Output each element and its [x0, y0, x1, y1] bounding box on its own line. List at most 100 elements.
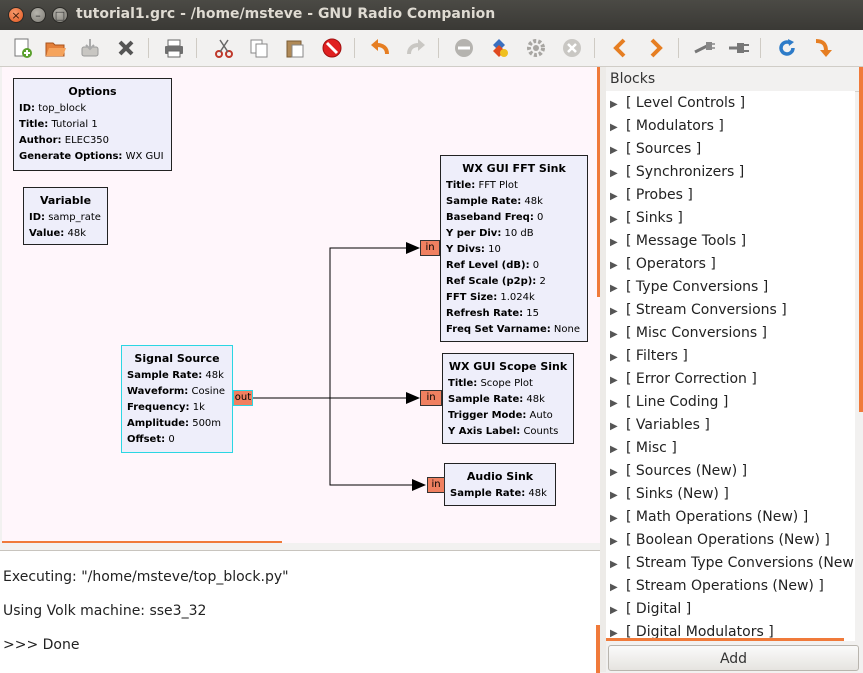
tree-category[interactable]: ▶[ Stream Conversions ] — [606, 299, 787, 322]
execute-icon[interactable] — [524, 36, 548, 60]
tree-category[interactable]: ▶[ Math Operations (New) ] — [606, 506, 808, 529]
expander-icon[interactable]: ▶ — [610, 559, 618, 570]
tree-category[interactable]: ▶[ Operators ] — [606, 253, 716, 276]
generate-icon[interactable] — [487, 36, 511, 60]
disable-block-icon[interactable] — [692, 36, 716, 60]
expander-icon[interactable]: ▶ — [610, 260, 618, 271]
expander-icon[interactable]: ▶ — [610, 536, 618, 547]
expander-icon[interactable]: ▶ — [610, 168, 618, 179]
window-maximize-button[interactable]: □ — [52, 7, 68, 23]
delete-icon[interactable] — [320, 36, 344, 60]
expander-icon[interactable]: ▶ — [610, 421, 618, 432]
expander-icon[interactable]: ▶ — [610, 352, 618, 363]
flowgraph-canvas[interactable]: Options ID: top_block Title: Tutorial 1 … — [2, 67, 600, 543]
cut-icon[interactable] — [212, 36, 236, 60]
expander-icon[interactable]: ▶ — [610, 467, 618, 478]
expander-icon[interactable]: ▶ — [610, 490, 618, 501]
copy-icon[interactable] — [247, 36, 271, 60]
enable-block-icon[interactable] — [727, 36, 751, 60]
expander-icon[interactable]: ▶ — [610, 375, 618, 386]
tree-category[interactable]: ▶[ Level Controls ] — [606, 92, 745, 115]
tree-category[interactable]: ▶[ Digital ] — [606, 598, 691, 621]
expander-icon[interactable]: ▶ — [610, 191, 618, 202]
canvas-scrollbar-v[interactable] — [597, 67, 600, 297]
console-scrollbar[interactable] — [596, 625, 600, 673]
rotate-ccw-icon[interactable] — [608, 36, 632, 60]
reload-icon[interactable] — [775, 36, 799, 60]
block-param: Sample Rate: 48k — [446, 196, 543, 207]
tree-category[interactable]: ▶[ Filters ] — [606, 345, 688, 368]
tree-category[interactable]: ▶[ Modulators ] — [606, 115, 724, 138]
tree-category[interactable]: ▶[ Misc ] — [606, 437, 677, 460]
disable-icon[interactable] — [452, 36, 476, 60]
kill-icon[interactable] — [560, 36, 584, 60]
add-block-button[interactable]: Add — [608, 645, 859, 671]
expander-icon[interactable]: ▶ — [610, 582, 618, 593]
arrow-head-scope — [406, 392, 420, 404]
block-param: Trigger Mode: Auto — [448, 410, 553, 421]
block-title: WX GUI FFT Sink — [462, 162, 566, 175]
tree-category[interactable]: ▶[ Sources ] — [606, 138, 701, 161]
save-icon[interactable] — [78, 36, 102, 60]
audio-sink-block[interactable]: Audio Sink Sample Rate: 48k — [444, 463, 556, 506]
window-close-button[interactable]: × — [8, 7, 24, 23]
tree-category[interactable]: ▶[ Sources (New) ] — [606, 460, 747, 483]
open-icon[interactable] — [43, 36, 67, 60]
expander-icon[interactable]: ▶ — [610, 214, 618, 225]
tree-category[interactable]: ▶[ Stream Type Conversions (New) ] — [606, 552, 855, 575]
expander-icon[interactable]: ▶ — [610, 444, 618, 455]
tree-category[interactable]: ▶[ Misc Conversions ] — [606, 322, 767, 345]
input-port[interactable]: in — [420, 240, 440, 256]
print-icon[interactable] — [162, 36, 186, 60]
expander-icon[interactable]: ▶ — [610, 513, 618, 524]
canvas-scrollbar-h[interactable] — [2, 541, 282, 543]
undo-icon[interactable] — [368, 36, 392, 60]
tree-category[interactable]: ▶[ Sinks (New) ] — [606, 483, 729, 506]
close-flowgraph-icon[interactable] — [114, 36, 138, 60]
find-icon[interactable] — [810, 36, 834, 60]
expander-icon[interactable]: ▶ — [610, 283, 618, 294]
expander-icon[interactable]: ▶ — [610, 628, 618, 639]
block-param: Waveform: Cosine — [127, 386, 226, 397]
paste-icon[interactable] — [283, 36, 307, 60]
pane-splitter[interactable] — [600, 67, 606, 672]
output-port[interactable]: out — [233, 390, 253, 406]
tree-category[interactable]: ▶[ Boolean Operations (New) ] — [606, 529, 830, 552]
signal-source-block[interactable]: Signal Source Sample Rate: 48k Waveform:… — [121, 345, 233, 453]
tree-category[interactable]: ▶[ Type Conversions ] — [606, 276, 768, 299]
blocks-scrollbar-h[interactable] — [606, 638, 844, 641]
window-titlebar: × – □ tutorial1.grc - /home/msteve - GNU… — [0, 0, 863, 30]
tree-category[interactable]: ▶[ Stream Operations (New) ] — [606, 575, 824, 598]
toolbar-separator — [354, 38, 355, 58]
input-port[interactable]: in — [420, 390, 442, 406]
new-icon[interactable] — [10, 36, 34, 60]
tree-category[interactable]: ▶[ Probes ] — [606, 184, 693, 207]
input-port[interactable]: in — [427, 477, 445, 493]
expander-icon[interactable]: ▶ — [610, 122, 618, 133]
expander-icon[interactable]: ▶ — [610, 237, 618, 248]
blocks-tree[interactable]: ▶[ Level Controls ] ▶[ Modulators ] ▶[ S… — [606, 91, 855, 641]
tree-category[interactable]: ▶[ Variables ] — [606, 414, 710, 437]
expander-icon[interactable]: ▶ — [610, 145, 618, 156]
scope-sink-block[interactable]: WX GUI Scope Sink Title: Scope Plot Samp… — [442, 353, 574, 444]
expander-icon[interactable]: ▶ — [610, 306, 618, 317]
tree-category[interactable]: ▶[ Message Tools ] — [606, 230, 746, 253]
window-minimize-button[interactable]: – — [30, 7, 46, 23]
options-block[interactable]: Options ID: top_block Title: Tutorial 1 … — [13, 78, 172, 171]
expander-icon[interactable]: ▶ — [610, 99, 618, 110]
expander-icon[interactable]: ▶ — [610, 398, 618, 409]
tree-category[interactable]: ▶[ Synchronizers ] — [606, 161, 744, 184]
tree-category[interactable]: ▶[ Line Coding ] — [606, 391, 728, 414]
block-param: Freq Set Varname: None — [446, 324, 581, 335]
rotate-cw-icon[interactable] — [644, 36, 668, 60]
tree-category[interactable]: ▶[ Error Correction ] — [606, 368, 757, 391]
blocks-scrollbar-v[interactable] — [859, 67, 863, 412]
fft-sink-block[interactable]: WX GUI FFT Sink Title: FFT Plot Sample R… — [440, 155, 588, 342]
tree-category[interactable]: ▶[ Digital Modulators ] — [606, 621, 774, 641]
redo-icon[interactable] — [404, 36, 428, 60]
tree-category[interactable]: ▶[ Sinks ] — [606, 207, 683, 230]
expander-icon[interactable]: ▶ — [610, 329, 618, 340]
block-param: Title: FFT Plot — [446, 180, 518, 191]
expander-icon[interactable]: ▶ — [610, 605, 618, 616]
variable-block[interactable]: Variable ID: samp_rate Value: 48k — [23, 187, 108, 245]
